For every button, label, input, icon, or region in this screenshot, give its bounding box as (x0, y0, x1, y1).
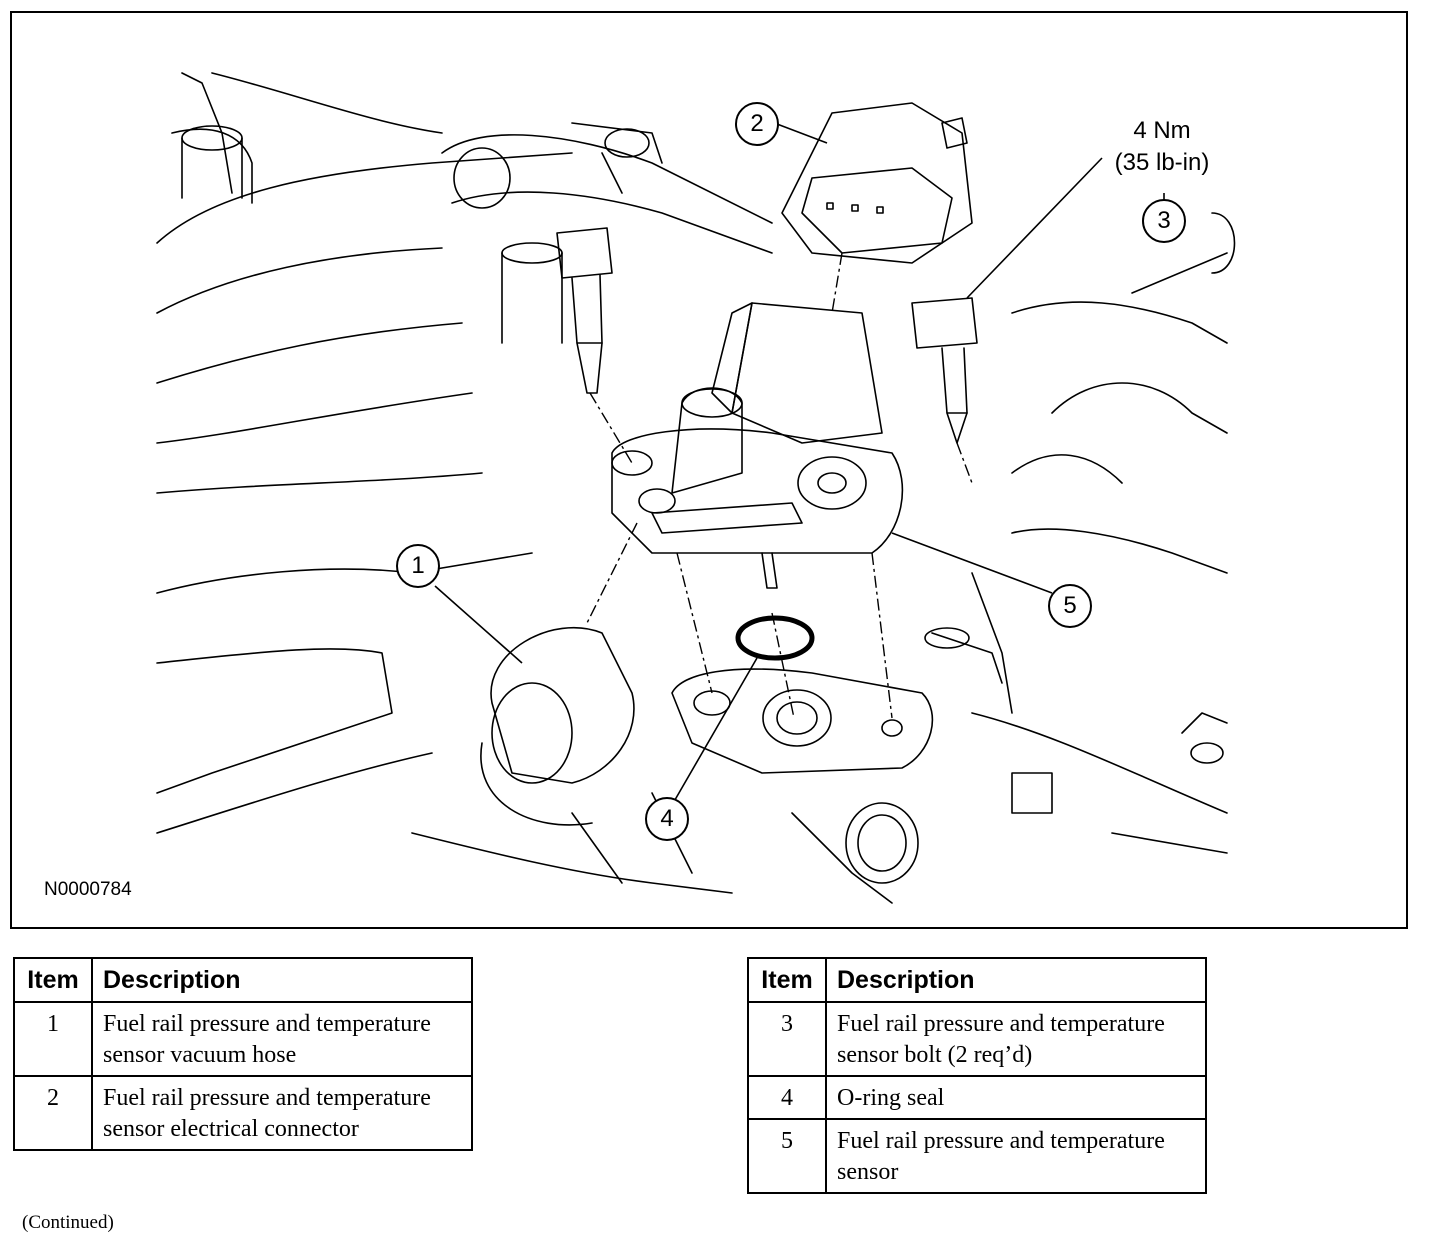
column-header-item: Item (13, 957, 93, 1003)
item-number: 3 (747, 1001, 827, 1077)
column-header-description: Description (91, 957, 473, 1003)
table-header-row: Item Description (13, 957, 473, 1003)
column-header-item: Item (747, 957, 827, 1003)
callout-3: 3 (1142, 199, 1186, 243)
engine-illustration (156, 72, 1236, 904)
item-description: Fuel rail pressure and temperature senso… (825, 1001, 1207, 1077)
callout-1: 1 (396, 544, 440, 588)
torque-spec: 4 Nm (35 lb-in) (1092, 115, 1232, 179)
legend-table-left: Item Description 1 Fuel rail pressure an… (13, 957, 473, 1151)
figure-id: N0000784 (44, 879, 132, 900)
legend-table-right: Item Description 3 Fuel rail pressure an… (747, 957, 1207, 1194)
item-number: 5 (747, 1118, 827, 1194)
table-row: 3 Fuel rail pressure and temperature sen… (747, 1001, 1207, 1077)
callout-2: 2 (735, 102, 779, 146)
item-number: 1 (13, 1001, 93, 1077)
callout-4: 4 (645, 797, 689, 841)
callout-5: 5 (1048, 584, 1092, 628)
torque-nm: 4 Nm (1133, 117, 1191, 144)
table-row: 4 O-ring seal (747, 1075, 1207, 1120)
table-header-row: Item Description (747, 957, 1207, 1003)
item-description: O-ring seal (825, 1075, 1207, 1120)
item-description: Fuel rail pressure and temperature senso… (91, 1075, 473, 1151)
item-number: 4 (747, 1075, 827, 1120)
diagram-frame: 1 2 3 4 5 4 Nm (35 lb-in) N0000784 (10, 11, 1408, 929)
table-row: 2 Fuel rail pressure and temperature sen… (13, 1075, 473, 1151)
item-number: 2 (13, 1075, 93, 1151)
item-description: Fuel rail pressure and temperature senso… (91, 1001, 473, 1077)
column-header-description: Description (825, 957, 1207, 1003)
table-row: 1 Fuel rail pressure and temperature sen… (13, 1001, 473, 1077)
table-row: 5 Fuel rail pressure and temperature sen… (747, 1118, 1207, 1194)
continued-note: (Continued) (22, 1212, 114, 1233)
item-description: Fuel rail pressure and temperature senso… (825, 1118, 1207, 1194)
torque-lb-in: (35 lb-in) (1114, 149, 1210, 176)
